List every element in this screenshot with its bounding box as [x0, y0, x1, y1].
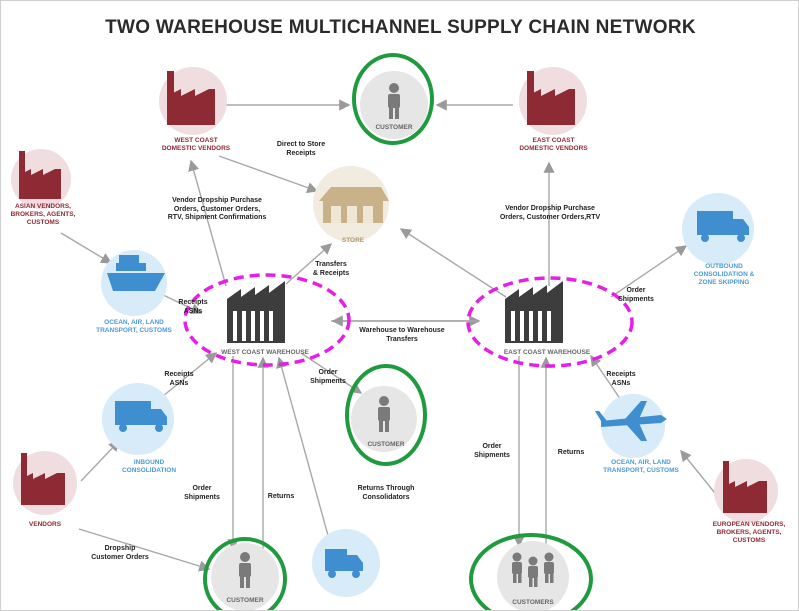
- truck-icon: [325, 549, 363, 578]
- truck-icon: [115, 401, 167, 432]
- arrow-inbound-westwh: [162, 352, 218, 397]
- arrow-vendors-inbound: [80, 439, 120, 482]
- factory-icon: [527, 71, 575, 125]
- store-building-icon: [319, 187, 389, 223]
- warehouse-icon: [505, 281, 563, 343]
- magenta-highlights: [183, 273, 634, 368]
- edge-label-order-shipments-east-top: Order Shipments: [618, 287, 654, 303]
- customer-mid-label: CUSTOMER: [367, 441, 405, 448]
- edge-label-returns-west: Returns: [267, 493, 295, 500]
- ocean-west-label: OCEAN, AIR, LAND TRANSPORT, CUSTOMS: [96, 319, 172, 334]
- edge-label-receipts-asns-top: Receipts ASNs: [178, 299, 208, 315]
- arrow-westwh-westvendor: [188, 159, 227, 287]
- consolidator-node: [312, 529, 380, 597]
- factory-icon: [21, 453, 65, 505]
- customers-bottom-label: CUSTOMERS: [512, 599, 554, 606]
- edge-label-wh-to-wh: Warehouse to Warehouse Transfers: [359, 327, 445, 343]
- edge-label-order-shipments-mid: Order Shipments: [310, 369, 346, 385]
- green-circle-customer-bottom: [203, 537, 287, 610]
- edge-label-returns-east: Returns: [557, 449, 585, 456]
- green-circle-customer-mid: [345, 364, 427, 466]
- arrow-eastwh-outbound: [610, 245, 688, 298]
- asian-vendor-node: [11, 149, 71, 209]
- page-title: TWO WAREHOUSE MULTICHANNEL SUPPLY CHAIN …: [105, 17, 696, 38]
- truck-icon: [697, 211, 749, 242]
- edge-label-dropship-customer-orders: Dropship Customer Orders: [91, 545, 149, 561]
- edge-label-transfers-receipts: Transfers & Receipts: [312, 261, 350, 277]
- vendors-node: [13, 451, 77, 515]
- magenta-oval-east-warehouse: [466, 276, 634, 368]
- edge-label-order-shipments-west: Order Shipments: [184, 485, 220, 501]
- edge-label-receipts-asns-left: Receipts ASNs: [164, 371, 194, 387]
- arrow-consolidator-westwh: [276, 356, 330, 540]
- edge-label-returns-consolidators: Returns Through Consolidators: [357, 485, 415, 501]
- person-icon: [378, 396, 390, 432]
- factory-icon: [723, 461, 767, 513]
- magenta-oval-west-warehouse: [183, 273, 351, 367]
- ocean-east-node: [595, 394, 667, 458]
- green-circle-customer-top: [352, 53, 434, 145]
- green-circle-customers-bottom: [469, 533, 593, 610]
- east-vendor-label: EAST COAST DOMESTIC VENDORS: [519, 137, 588, 152]
- west-warehouse-node: [227, 281, 285, 343]
- store-node: [313, 166, 389, 242]
- ship-icon: [107, 255, 165, 291]
- ocean-west-node: [101, 250, 167, 316]
- arrow-eastwh-store: [399, 228, 507, 298]
- green-highlights: [203, 53, 593, 610]
- arrow-ocean-westwh: [158, 292, 203, 314]
- edge-label-receipts-asns-right: Receipts ASNs: [606, 371, 636, 387]
- east-warehouse-node: [505, 281, 563, 343]
- customer-bottom-node: [211, 543, 279, 610]
- customers-bottom-node: [497, 541, 569, 610]
- arrow-asian-ocean: [60, 232, 113, 264]
- edge-label-direct-to-store: Direct to Store Receipts: [276, 141, 326, 157]
- plane-icon: [595, 401, 667, 441]
- ocean-east-label: OCEAN, AIR, LAND TRANSPORT, CUSTOMS: [603, 459, 679, 474]
- inbound-node: [102, 383, 174, 455]
- vendors-label: VENDORS: [28, 521, 62, 528]
- warehouse-icon: [227, 281, 285, 343]
- inbound-label: INBOUND CONSOLIDATION: [121, 459, 177, 474]
- customer-top-node: [360, 71, 428, 139]
- edge-label-order-shipments-east: Order Shipments: [474, 443, 510, 459]
- customer-top-label: CUSTOMER: [375, 124, 413, 131]
- edge-label-vendor-dropship-east: Vendor Dropship Purchase Orders, Custome…: [499, 205, 601, 221]
- outbound-node: [682, 193, 754, 265]
- outbound-label: OUTBOUND CONSOLIDATION & ZONE SKIPPING: [693, 263, 755, 286]
- european-vendor-node: [714, 459, 778, 523]
- customer-bottom-label: CUSTOMER: [226, 597, 264, 604]
- store-label: STORE: [341, 237, 365, 244]
- factory-icon: [167, 71, 215, 125]
- east-vendor-node: [519, 67, 587, 135]
- arrow-westvendor-store: [218, 155, 319, 193]
- asian-vendor-label: ASIAN VENDORS, BROKERS, AGENTS, CUSTOMS: [10, 203, 76, 226]
- connector-arrows: [60, 99, 724, 572]
- arrow-westwh-store: [285, 243, 333, 285]
- east-warehouse-label: EAST COAST WAREHOUSE: [503, 349, 591, 356]
- west-warehouse-label: WEST COAST WAREHOUSE: [221, 349, 309, 356]
- factory-icon: [19, 151, 61, 199]
- person-icon: [239, 552, 251, 588]
- edge-label-vendor-dropship-west: Vendor Dropship Purchase Orders, Custome…: [167, 197, 267, 221]
- arrow-oceaneast-eastwh: [590, 354, 624, 404]
- european-vendor-label: EUROPEAN VENDORS, BROKERS, AGENTS, CUSTO…: [712, 521, 786, 544]
- person-icon: [388, 83, 400, 119]
- customer-mid-node: [351, 386, 417, 452]
- west-vendor-label: WEST COAST DOMESTIC VENDORS: [161, 137, 231, 152]
- people-group-icon: [512, 552, 554, 587]
- arrow-vendors-customer-bottom: [78, 528, 211, 572]
- west-vendor-node: [159, 67, 227, 135]
